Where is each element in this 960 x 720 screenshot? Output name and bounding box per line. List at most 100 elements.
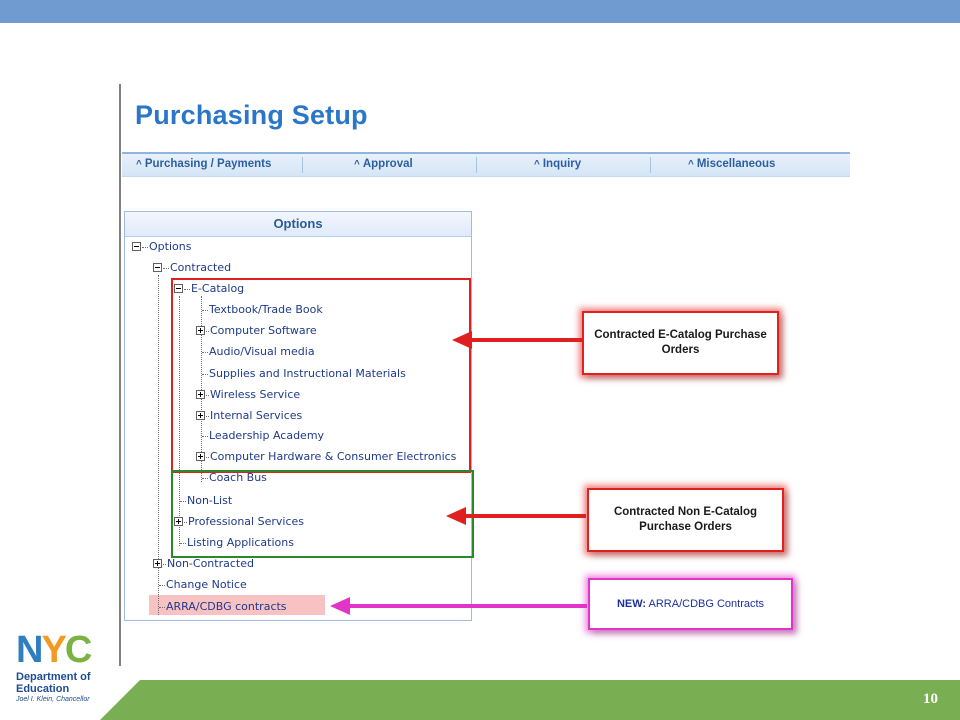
tree-node-change-notice[interactable]: Change Notice xyxy=(159,578,247,592)
tree-label: Professional Services xyxy=(188,515,304,528)
callout-prefix: NEW: xyxy=(616,597,647,610)
tree-connector xyxy=(202,477,208,479)
tree-node-listing[interactable]: Listing Applications xyxy=(180,536,294,550)
arra-highlight xyxy=(149,595,325,615)
tree-connector xyxy=(206,456,209,458)
tree-node-wireless[interactable]: Wireless Service xyxy=(196,388,300,402)
nav-purchasing-payments[interactable]: ^Purchasing / Payments xyxy=(136,158,271,170)
tree-node-coach-bus[interactable]: Coach Bus xyxy=(202,471,267,485)
tree-connector xyxy=(202,309,208,311)
chevron-up-icon: ^ xyxy=(136,159,142,170)
tree-node-internal[interactable]: Internal Services xyxy=(196,409,302,423)
tree-label: Computer Software xyxy=(210,324,317,337)
tree-node-options[interactable]: Options xyxy=(132,240,191,254)
tree-label: Internal Services xyxy=(210,409,303,422)
non-ecatalog-group-box xyxy=(171,470,474,558)
expand-icon[interactable] xyxy=(174,516,183,526)
left-divider xyxy=(119,84,121,666)
tree-connector xyxy=(163,563,166,565)
tree-node-non-list[interactable]: Non-List xyxy=(180,494,232,508)
tree-label: Non-Contracted xyxy=(167,557,254,570)
tree-node-leadership[interactable]: Leadership Academy xyxy=(202,429,324,443)
nav-separator xyxy=(650,157,651,173)
tree-connector xyxy=(202,351,208,353)
tree-connector xyxy=(163,267,169,269)
collapse-icon[interactable] xyxy=(132,241,141,251)
callout-arra: NEW: ARRA/CDBG Contracts xyxy=(588,578,793,630)
callout-text: ARRA/CDBG Contracts xyxy=(646,597,765,610)
nav-approval[interactable]: ^Approval xyxy=(354,158,413,170)
tree-node-arra[interactable]: ARRA/CDBG contracts xyxy=(159,600,287,614)
tree-connector xyxy=(202,373,208,375)
nav-label: Miscellaneous xyxy=(696,158,776,170)
tree-node-ecatalog[interactable]: E-Catalog xyxy=(174,282,244,296)
arrow-left-icon xyxy=(330,597,587,615)
expand-icon[interactable] xyxy=(196,389,205,399)
tree-label: Listing Applications xyxy=(187,536,294,549)
nav-miscellaneous[interactable]: ^Miscellaneous xyxy=(688,158,775,170)
tree-connector xyxy=(206,415,209,417)
callout-ecatalog: Contracted E-Catalog Purchase Orders xyxy=(582,311,779,375)
chevron-up-icon: ^ xyxy=(688,159,694,170)
tree-node-software[interactable]: Computer Software xyxy=(196,324,317,338)
tree-label: Leadership Academy xyxy=(209,429,325,442)
expand-icon[interactable] xyxy=(196,410,205,420)
tree-connector xyxy=(206,330,209,332)
tree-connector xyxy=(142,246,148,248)
nav-label: Approval xyxy=(362,158,413,170)
tree-guide xyxy=(201,296,202,482)
tree-connector xyxy=(159,606,165,608)
nyc-logo-letters: NYC xyxy=(16,631,116,669)
collapse-icon[interactable] xyxy=(153,262,162,272)
tree-connector xyxy=(180,500,186,502)
tree-label: Computer Hardware & Consumer Electronics xyxy=(210,450,457,463)
tree-label: Wireless Service xyxy=(210,388,301,401)
collapse-icon[interactable] xyxy=(174,283,183,293)
tree-label: Coach Bus xyxy=(209,471,267,484)
tree-connector xyxy=(206,394,209,396)
tree-label: ARRA/CDBG contracts xyxy=(166,600,287,613)
top-accent-bar xyxy=(0,0,960,23)
tree-node-audio-visual[interactable]: Audio/Visual media xyxy=(202,345,315,359)
nav-bar: ^Purchasing / Payments ^Approval ^Inquir… xyxy=(122,152,850,177)
nav-label: Inquiry xyxy=(542,158,582,170)
tree-node-non-contracted[interactable]: Non-Contracted xyxy=(153,557,254,571)
tree-node-supplies[interactable]: Supplies and Instructional Materials xyxy=(202,367,406,381)
footer-bar xyxy=(100,680,960,720)
tree-guide xyxy=(158,275,159,615)
expand-icon[interactable] xyxy=(153,558,162,568)
tree-connector xyxy=(159,584,165,586)
tree-label: E-Catalog xyxy=(191,282,245,295)
tree-connector xyxy=(184,521,187,523)
logo-letter: N xyxy=(16,629,43,671)
logo-chancellor: Joel I. Klein, Chancellor xyxy=(16,696,90,703)
tree-label: Non-List xyxy=(187,494,233,507)
expand-icon[interactable] xyxy=(196,325,205,335)
tree-connector xyxy=(202,435,208,437)
tree-label: Contracted xyxy=(170,261,232,274)
options-header: Options xyxy=(125,212,471,237)
tree-node-textbook[interactable]: Textbook/Trade Book xyxy=(202,303,323,317)
callout-text: Contracted E-Catalog Purchase Orders xyxy=(594,329,767,356)
tree-node-hardware[interactable]: Computer Hardware & Consumer Electronics xyxy=(196,450,456,464)
logo-letter: Y xyxy=(41,629,66,671)
nav-inquiry[interactable]: ^Inquiry xyxy=(534,158,581,170)
page-title: Purchasing Setup xyxy=(135,100,368,130)
page-number: 10 xyxy=(923,691,938,707)
tree-label: Change Notice xyxy=(166,578,247,591)
tree-connector xyxy=(180,542,186,544)
callout-text: Contracted Non E-Catalog Purchase Orders xyxy=(613,506,758,533)
arrow-left-icon xyxy=(446,507,586,525)
expand-icon[interactable] xyxy=(196,451,205,461)
nav-separator xyxy=(476,157,477,173)
ecatalog-group-box xyxy=(171,278,471,473)
tree-label: Textbook/Trade Book xyxy=(209,303,323,316)
tree-node-contracted[interactable]: Contracted xyxy=(153,261,231,275)
tree-node-professional[interactable]: Professional Services xyxy=(174,515,304,529)
chevron-up-icon: ^ xyxy=(354,159,360,170)
nav-label: Purchasing / Payments xyxy=(144,158,272,170)
tree-guide xyxy=(179,296,180,546)
callout-non-ecatalog: Contracted Non E-Catalog Purchase Orders xyxy=(587,488,784,552)
